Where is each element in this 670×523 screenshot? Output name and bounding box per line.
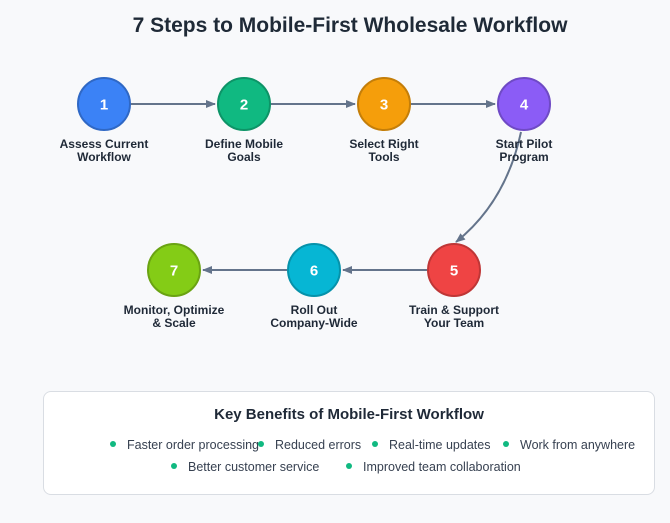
bullet-dot-icon: [110, 441, 116, 447]
step-4-circle: [497, 77, 551, 131]
benefit-text: Improved team collaboration: [363, 460, 521, 474]
step-1-label-line2: Workflow: [77, 150, 131, 164]
benefit-item: Work from anywhere: [503, 438, 635, 452]
step-5-node: 5 Train & Support Your Team: [409, 243, 499, 330]
diagram-title: 7 Steps to Mobile-First Wholesale Workfl…: [132, 14, 568, 37]
step-7-label-line1: Monitor, Optimize: [124, 303, 225, 317]
step-3-label-line2: Tools: [368, 150, 399, 164]
step-7-node: 7 Monitor, Optimize & Scale: [124, 243, 225, 330]
benefit-item: Better customer service: [171, 460, 319, 474]
step-6-label-line1: Roll Out: [291, 303, 338, 317]
step-3-node: 3 Select Right Tools: [349, 77, 419, 164]
benefit-text: Work from anywhere: [520, 438, 636, 452]
bullet-dot-icon: [503, 441, 509, 447]
step-1-node: 1 Assess Current Workflow: [60, 77, 149, 164]
benefit-item: Reduced errors: [258, 438, 361, 452]
benefit-text: Real-time updates: [389, 438, 491, 452]
bullet-dot-icon: [258, 441, 264, 447]
step-2-node: 2 Define Mobile Goals: [205, 77, 283, 164]
step-5-number: 5: [450, 263, 458, 280]
step-5-label-line1: Train & Support: [409, 303, 499, 317]
step-4-label-line1: Start Pilot: [496, 137, 553, 151]
step-2-label-line2: Goals: [227, 150, 261, 164]
step-1-circle: [77, 77, 131, 131]
arrow-4-to-5: [455, 131, 522, 243]
step-2-number: 2: [240, 97, 248, 114]
step-7-circle: [147, 243, 201, 297]
step-7-number: 7: [170, 263, 178, 280]
step-4-node: 4 Start Pilot Program: [496, 77, 553, 164]
bullet-dot-icon: [372, 441, 378, 447]
step-6-number: 6: [310, 263, 318, 280]
benefit-text: Faster order processing: [127, 438, 260, 452]
step-7-label-line2: & Scale: [152, 316, 196, 330]
benefit-text: Better customer service: [188, 460, 320, 474]
bullet-dot-icon: [346, 463, 352, 469]
step-3-label-line1: Select Right: [349, 137, 418, 151]
benefit-text: Reduced errors: [275, 438, 362, 452]
step-2-circle: [217, 77, 271, 131]
step-2-label-line1: Define Mobile: [205, 137, 283, 151]
step-3-number: 3: [380, 97, 388, 114]
step-1-number: 1: [100, 97, 108, 114]
key-benefits-panel: Key Benefits of Mobile-First Workflow Fa…: [43, 391, 655, 495]
benefits-title: Key Benefits of Mobile-First Workflow: [214, 406, 484, 423]
benefit-item: Improved team collaboration: [346, 460, 521, 474]
step-1-label-line1: Assess Current: [60, 137, 149, 151]
bullet-dot-icon: [171, 463, 177, 469]
step-5-label-line2: Your Team: [424, 316, 484, 330]
benefit-item: Real-time updates: [372, 438, 490, 452]
step-4-label-line2: Program: [499, 150, 548, 164]
step-6-label-line2: Company-Wide: [270, 316, 358, 330]
workflow-diagram: 1 Assess Current Workflow 2 Define Mobil…: [60, 77, 553, 330]
step-4-number: 4: [520, 97, 529, 114]
step-3-circle: [357, 77, 411, 131]
step-6-node: 6 Roll Out Company-Wide: [270, 243, 358, 330]
benefit-item: Faster order processing: [110, 438, 259, 452]
step-6-circle: [287, 243, 341, 297]
step-5-circle: [427, 243, 481, 297]
